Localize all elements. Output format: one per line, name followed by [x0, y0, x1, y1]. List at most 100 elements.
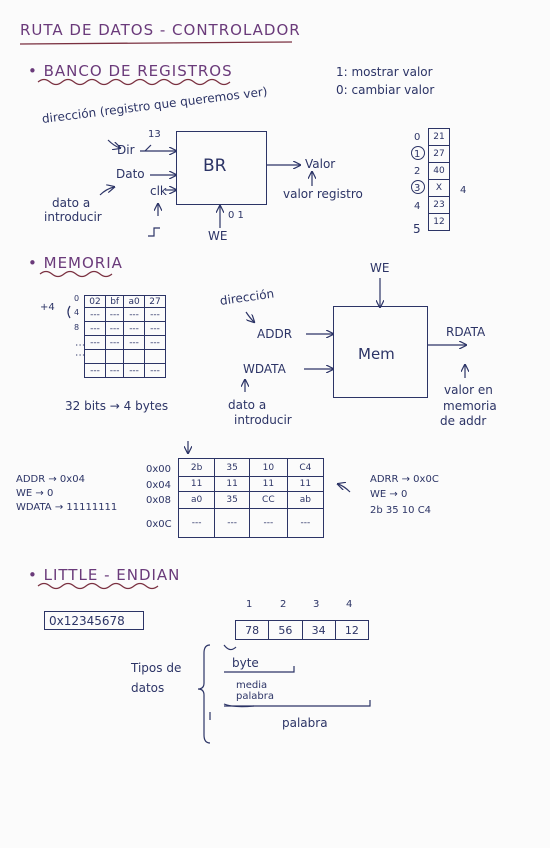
- mem-cell: 11: [177, 476, 216, 492]
- mem-cell: ---: [177, 508, 216, 538]
- valor-en-label: valor en: [444, 383, 493, 397]
- banco-heading-text: BANCO DE REGISTROS: [43, 62, 233, 80]
- palabra2-label: palabra: [282, 716, 328, 730]
- dir-label: Dir: [117, 143, 135, 157]
- mem-cell: ---: [286, 508, 325, 538]
- de-addr-label: de addr: [440, 414, 487, 428]
- sketch-cell: ---: [105, 307, 125, 322]
- reg-value-0: 21: [428, 128, 450, 146]
- palabra-label: palabra: [236, 691, 274, 702]
- dato-label: Dato: [116, 167, 145, 181]
- mem-cell: 11: [248, 476, 288, 492]
- reg-value-1: 27: [428, 145, 450, 163]
- sketch-cell: [143, 349, 167, 364]
- mem-cell: 2b: [177, 458, 216, 477]
- col-number-1: 1: [246, 599, 253, 610]
- reg-value-4: 23: [428, 196, 450, 214]
- sketch-cell: ---: [143, 363, 167, 378]
- sketch-cell: ---: [105, 335, 125, 350]
- media-label: media: [236, 680, 268, 691]
- left-note-wdata: WDATA → 11111111: [16, 502, 118, 513]
- byte-cell: 12: [334, 620, 370, 640]
- tipos-label: Tipos de: [131, 661, 182, 675]
- sketch-cell: ---: [123, 363, 145, 378]
- byte-cell: 56: [268, 620, 303, 640]
- sketch-cell: ---: [123, 321, 145, 336]
- byte-cell: 34: [301, 620, 336, 640]
- mem-cell: a0: [177, 491, 216, 509]
- little-endian-bytes: 78 56 34 12: [234, 620, 370, 640]
- mem-cell: C4: [286, 458, 325, 477]
- sketch-cell: ---: [143, 321, 167, 336]
- circle-mark-1: [411, 146, 425, 160]
- sketch-header-cell: 02: [83, 295, 107, 308]
- sketch-cell: [83, 349, 107, 364]
- reg-value-2: 40: [428, 162, 450, 180]
- mem-cell: ---: [248, 508, 288, 538]
- sketch-cell: ---: [105, 321, 125, 336]
- rdata-label: RDATA: [446, 325, 486, 339]
- left-note-we: WE → 0: [16, 488, 54, 499]
- mem-cell: 10: [248, 458, 288, 477]
- left-note-addr: ADDR → 0x04: [16, 474, 85, 485]
- right-note-value: 2b 35 10 C4: [370, 505, 432, 516]
- sketch-header-cell: a0: [123, 295, 145, 308]
- sketch-cell: ---: [105, 363, 125, 378]
- register-bank-box: BR: [176, 131, 267, 205]
- col-number-2: 2: [280, 599, 287, 610]
- reg-index-2: 2: [414, 166, 421, 177]
- memoria-heading: • MEMORIA: [28, 254, 123, 272]
- sketch-cell: ---: [123, 307, 145, 322]
- sketch-cell: [105, 349, 125, 364]
- valor-label: Valor: [305, 157, 336, 171]
- offset-4: 4: [74, 308, 80, 317]
- banco-heading: • BANCO DE REGISTROS: [28, 62, 233, 80]
- col-number-3: 3: [313, 599, 320, 610]
- col-number-4: 4: [346, 599, 353, 610]
- mem-cell: 11: [214, 476, 250, 492]
- sketch-cell: ---: [83, 335, 107, 350]
- legend-cambiar: 0: cambiar valor: [336, 83, 435, 97]
- bits-note: 32 bits → 4 bytes: [65, 399, 169, 413]
- reg-index-0: 0: [414, 132, 421, 143]
- reg-value-5: 12: [428, 213, 450, 231]
- offset-8: 8: [74, 323, 80, 332]
- reg-index-5: 5: [413, 222, 421, 236]
- reg-value-3: X: [428, 179, 450, 197]
- bits-13: 13: [148, 129, 161, 140]
- valor-registro-label: valor registro: [283, 187, 363, 201]
- clk-label: clk: [150, 184, 167, 198]
- offset-dots: ⋮⋮: [74, 340, 85, 360]
- dato-a-label: dato a: [52, 196, 91, 210]
- mem-cell: 35: [214, 491, 250, 509]
- sketch-cell: ---: [83, 363, 107, 378]
- byte-label: byte: [232, 656, 259, 670]
- introducir-label: introducir: [44, 210, 102, 224]
- sketch-header-cell: bf: [105, 295, 125, 308]
- sketch-cell: ---: [143, 335, 167, 350]
- memory-box: Mem: [333, 306, 428, 398]
- datos-label: datos: [131, 681, 165, 695]
- offset-0: 0: [74, 294, 80, 303]
- sketch-cell: ---: [143, 307, 167, 322]
- mem-dato-a-label: dato a: [228, 398, 267, 412]
- byte-cell: 78: [234, 620, 270, 640]
- mem-introducir-label: introducir: [234, 413, 292, 427]
- sketch-cell: [123, 349, 145, 364]
- mem-addr-3: 0x0C: [146, 519, 172, 530]
- mem-cell: 11: [286, 476, 325, 492]
- mem-cell: CC: [248, 491, 288, 509]
- hex-value-box: 0x12345678: [44, 611, 144, 630]
- circle-mark-3: [411, 180, 425, 194]
- page-title: RUTA DE DATOS - CONTROLADOR: [20, 21, 301, 39]
- memory-sketch-grid: 02 bf a0 27 --- --- --- --- --- --- --- …: [83, 295, 167, 378]
- mem-cell: ab: [286, 491, 325, 509]
- we-values: 0 1: [228, 210, 244, 221]
- mem-cell: 35: [214, 458, 250, 477]
- sketch-cell: ---: [123, 335, 145, 350]
- little-endian-heading-text: LITTLE - ENDIAN: [43, 566, 181, 584]
- we-label-mem: WE: [370, 261, 390, 275]
- memoria-word-label: memoria: [443, 399, 497, 413]
